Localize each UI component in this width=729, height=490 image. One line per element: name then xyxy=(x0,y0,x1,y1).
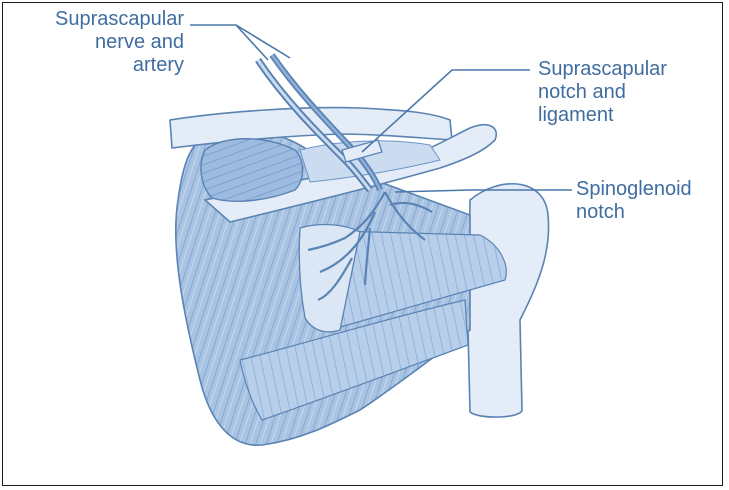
label-suprascapular-notch: Suprascapular notch and ligament xyxy=(538,58,667,127)
humerus xyxy=(468,184,549,417)
label-spinoglenoid-notch: Spinoglenoid notch xyxy=(576,178,692,224)
label-suprascapular-nerve: Suprascapular nerve and artery xyxy=(6,8,184,77)
supraspinatus-section xyxy=(201,139,303,202)
